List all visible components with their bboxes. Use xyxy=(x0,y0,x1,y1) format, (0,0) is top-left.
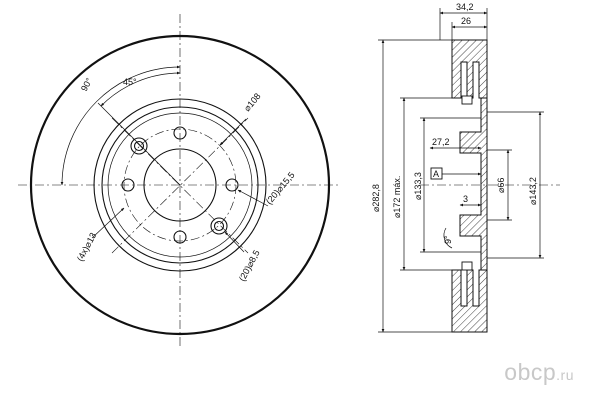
bolt-hole-lower-right-outer xyxy=(210,217,228,235)
width-disc-label: 26 xyxy=(461,16,471,26)
watermark: obcp.ru xyxy=(504,359,574,386)
hat-outer-label: ⌀133,3 xyxy=(413,172,423,200)
watermark-name: obcp xyxy=(504,359,557,385)
vane-groove-lower xyxy=(461,261,473,271)
angle-label-90: 90° xyxy=(79,76,94,93)
fillet-label: 9° xyxy=(443,235,453,244)
hat-depth-label: 27,2 xyxy=(432,137,450,147)
diagonal-centerline xyxy=(111,117,249,254)
bolt-hole-lower-right-inner xyxy=(213,220,225,232)
vane-groove-upper xyxy=(461,95,473,105)
watermark-tld: .ru xyxy=(556,367,574,383)
outer-diameter-label: ⌀282,8 xyxy=(371,184,381,212)
bolt-hole-upper-left-outer xyxy=(130,137,148,155)
angle-arc-45 xyxy=(100,71,181,107)
pcd-leader xyxy=(219,118,247,146)
stud-hole-label: (20)⌀15,5 xyxy=(264,170,297,206)
angle-arc-90 xyxy=(60,65,181,186)
center-hole-leader xyxy=(91,207,125,239)
angle-label-45: 45° xyxy=(123,77,137,87)
datum-box xyxy=(430,167,443,180)
flange-label: ⌀143,2 xyxy=(528,177,538,205)
bolt-hole-upper-left-inner xyxy=(133,140,145,152)
bolt-hole-label: (20)⌀8,5 xyxy=(237,248,262,283)
width-overall-label: 34,2 xyxy=(456,2,474,12)
diagonal-centerline-2 xyxy=(111,117,249,254)
stud-hole-bottom xyxy=(173,230,187,244)
stud-hole-leader xyxy=(237,189,269,207)
thickness-label: 3 xyxy=(463,194,468,204)
bolt-hole-leader xyxy=(224,231,245,253)
center-hole-label: (4x)⌀13 xyxy=(75,231,98,263)
friction-max-label: ⌀172 máx. xyxy=(392,176,402,218)
angle-ray-45 xyxy=(97,102,181,186)
front-view: 90° 45° ⌀108 (20)⌀15,5 (20)⌀8,5 (4x)⌀13 xyxy=(18,14,340,348)
disc-outer-circle xyxy=(29,34,331,336)
stud-hole-right xyxy=(225,178,239,192)
pcd-label: ⌀108 xyxy=(242,91,263,113)
section-hat xyxy=(459,97,488,271)
fillet-arc xyxy=(443,227,453,249)
datum-label: A xyxy=(433,169,439,179)
section-friction-ring-lower xyxy=(451,269,488,333)
section-view: 34,2 26 ⌀282,8 ⌀172 máx. ⌀133,3 27,2 xyxy=(371,2,560,333)
section-friction-ring-upper xyxy=(451,39,488,99)
bore-label: ⌀66 xyxy=(496,178,506,193)
